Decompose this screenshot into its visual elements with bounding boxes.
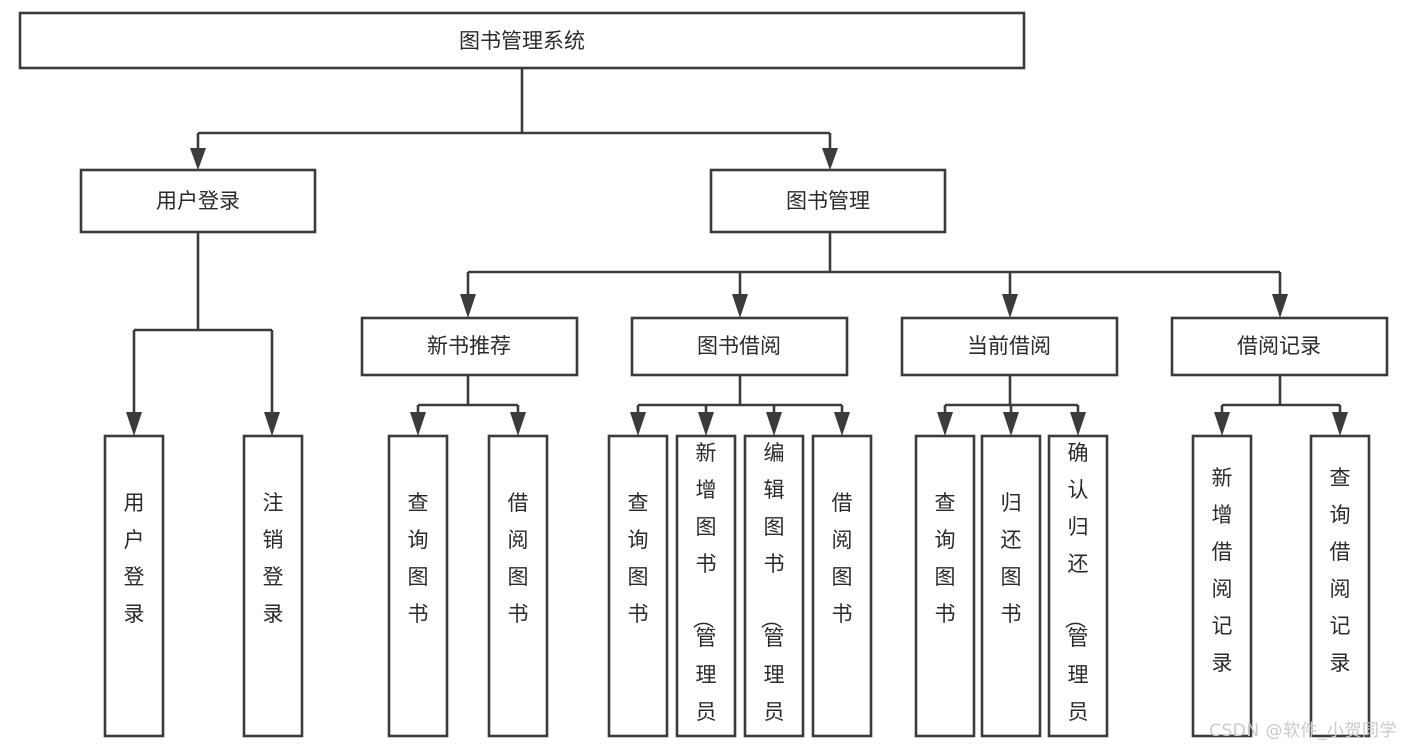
node-book-manage-box[interactable] <box>709 168 947 234</box>
leaf-query-book-2-box[interactable] <box>607 434 669 738</box>
node-book-manage[interactable]: 图书管理 <box>709 168 947 234</box>
node-book-borrow-label: 图书借阅 <box>697 334 781 358</box>
node-root-box[interactable] <box>18 11 1026 70</box>
leaf-edit-book[interactable]: 编辑图书（管理员） <box>743 434 805 747</box>
leaf-logout-login[interactable]: 注销登录 <box>242 434 304 738</box>
node-new-book-recommend[interactable]: 新书推荐 <box>360 316 579 377</box>
node-book-manage-label: 图书管理 <box>786 189 870 213</box>
leaf-borrow-book-1-label: 借阅图书 <box>508 491 529 626</box>
node-current-borrow[interactable]: 当前借阅 <box>900 316 1119 377</box>
leaf-add-book-label: 新增图书（管理员） <box>691 441 717 747</box>
leaf-edit-book-box[interactable] <box>743 434 805 738</box>
leaf-edit-book-label: 编辑图书（管理员） <box>759 441 785 747</box>
node-user-login[interactable]: 用户登录 <box>79 168 317 234</box>
leaf-query-record[interactable]: 查询借阅记录 <box>1309 434 1371 738</box>
leaf-query-book-1[interactable]: 查询图书 <box>387 434 449 738</box>
arrow-leaf-edit-book <box>766 412 782 436</box>
node-current-borrow-box[interactable] <box>900 316 1119 377</box>
node-user-login-box[interactable] <box>79 168 317 234</box>
arrow-to-borrow-record <box>1272 294 1288 318</box>
arrow-to-book-manage <box>822 148 838 170</box>
arrow-leaf-borrow-book-2 <box>834 412 850 436</box>
arrow-leaf-add-book <box>698 412 714 436</box>
node-book-borrow[interactable]: 图书借阅 <box>630 316 849 377</box>
leaf-return-book-label: 归还图书 <box>1001 491 1022 626</box>
leaf-add-book[interactable]: 新增图书（管理员） <box>675 434 737 747</box>
arrow-to-current-borrow <box>1002 294 1018 318</box>
leaf-query-book-3-box[interactable] <box>914 434 976 738</box>
leaf-add-record[interactable]: 新增借阅记录 <box>1191 434 1253 738</box>
leaf-confirm-return[interactable]: 确认归还（管理员） <box>1047 434 1109 747</box>
arrow-leaf-query-book-2 <box>630 412 646 436</box>
arrow-leaf-confirm-return <box>1070 412 1086 436</box>
leaf-query-book-1-label: 查询图书 <box>408 491 429 626</box>
leaf-query-record-box[interactable] <box>1309 434 1371 738</box>
leaf-borrow-book-1-box[interactable] <box>487 434 549 738</box>
node-new-book-recommend-label: 新书推荐 <box>427 334 511 358</box>
node-borrow-record[interactable]: 借阅记录 <box>1170 316 1389 377</box>
leaf-borrow-book-2-label: 借阅图书 <box>832 491 853 626</box>
leaf-add-book-box[interactable] <box>675 434 737 738</box>
node-borrow-record-label: 借阅记录 <box>1237 334 1321 358</box>
node-book-borrow-box[interactable] <box>630 316 849 377</box>
arrow-to-book-borrow <box>732 294 748 318</box>
leaf-user-login-label: 用户登录 <box>124 491 145 626</box>
arrow-leaf-query-book-1 <box>410 412 426 436</box>
leaf-user-login-box[interactable] <box>103 434 165 738</box>
leaf-query-book-1-box[interactable] <box>387 434 449 738</box>
arrow-leaf-query-book-3 <box>937 412 953 436</box>
arrow-leaf-user-login <box>126 412 142 436</box>
leaf-confirm-return-label: 确认归还（管理员） <box>1063 441 1089 747</box>
edge-layer <box>126 68 1348 436</box>
node-user-login-label: 用户登录 <box>156 189 240 213</box>
leaf-query-book-2-label: 查询图书 <box>628 491 649 626</box>
leaf-query-book-2[interactable]: 查询图书 <box>607 434 669 738</box>
node-new-book-recommend-box[interactable] <box>360 316 579 377</box>
leaf-logout-login-box[interactable] <box>242 434 304 738</box>
leaf-logout-login-label: 注销登录 <box>263 491 284 626</box>
leaf-add-record-label: 新增借阅记录 <box>1212 466 1233 675</box>
leaf-confirm-return-box[interactable] <box>1047 434 1109 738</box>
leaf-add-record-box[interactable] <box>1191 434 1253 738</box>
leaf-borrow-book-2[interactable]: 借阅图书 <box>811 434 873 738</box>
arrow-leaf-return-book <box>1003 412 1019 436</box>
leaf-borrow-book-2-box[interactable] <box>811 434 873 738</box>
arrow-leaf-logout-login <box>264 412 280 436</box>
leaf-query-book-3-label: 查询图书 <box>935 491 956 626</box>
node-layer: 图书管理系统 用户登录 图书管理 新书推荐 图书借阅 当前借阅 借阅记录 <box>18 11 1389 747</box>
node-current-borrow-label: 当前借阅 <box>967 334 1051 358</box>
node-root[interactable]: 图书管理系统 <box>18 11 1026 70</box>
leaf-borrow-book-1[interactable]: 借阅图书 <box>487 434 549 738</box>
arrow-leaf-query-record <box>1332 412 1348 436</box>
leaf-query-book-3[interactable]: 查询图书 <box>914 434 976 738</box>
arrow-to-user-login <box>190 148 206 170</box>
leaf-return-book-box[interactable] <box>980 434 1042 738</box>
node-root-label: 图书管理系统 <box>459 29 585 53</box>
leaf-return-book[interactable]: 归还图书 <box>980 434 1042 738</box>
arrow-to-new-book-recommend <box>460 294 476 318</box>
node-borrow-record-box[interactable] <box>1170 316 1389 377</box>
leaf-query-record-label: 查询借阅记录 <box>1330 466 1351 675</box>
arrow-leaf-add-record <box>1214 412 1230 436</box>
leaf-user-login[interactable]: 用户登录 <box>103 434 165 738</box>
arrow-leaf-borrow-book-1 <box>510 412 526 436</box>
